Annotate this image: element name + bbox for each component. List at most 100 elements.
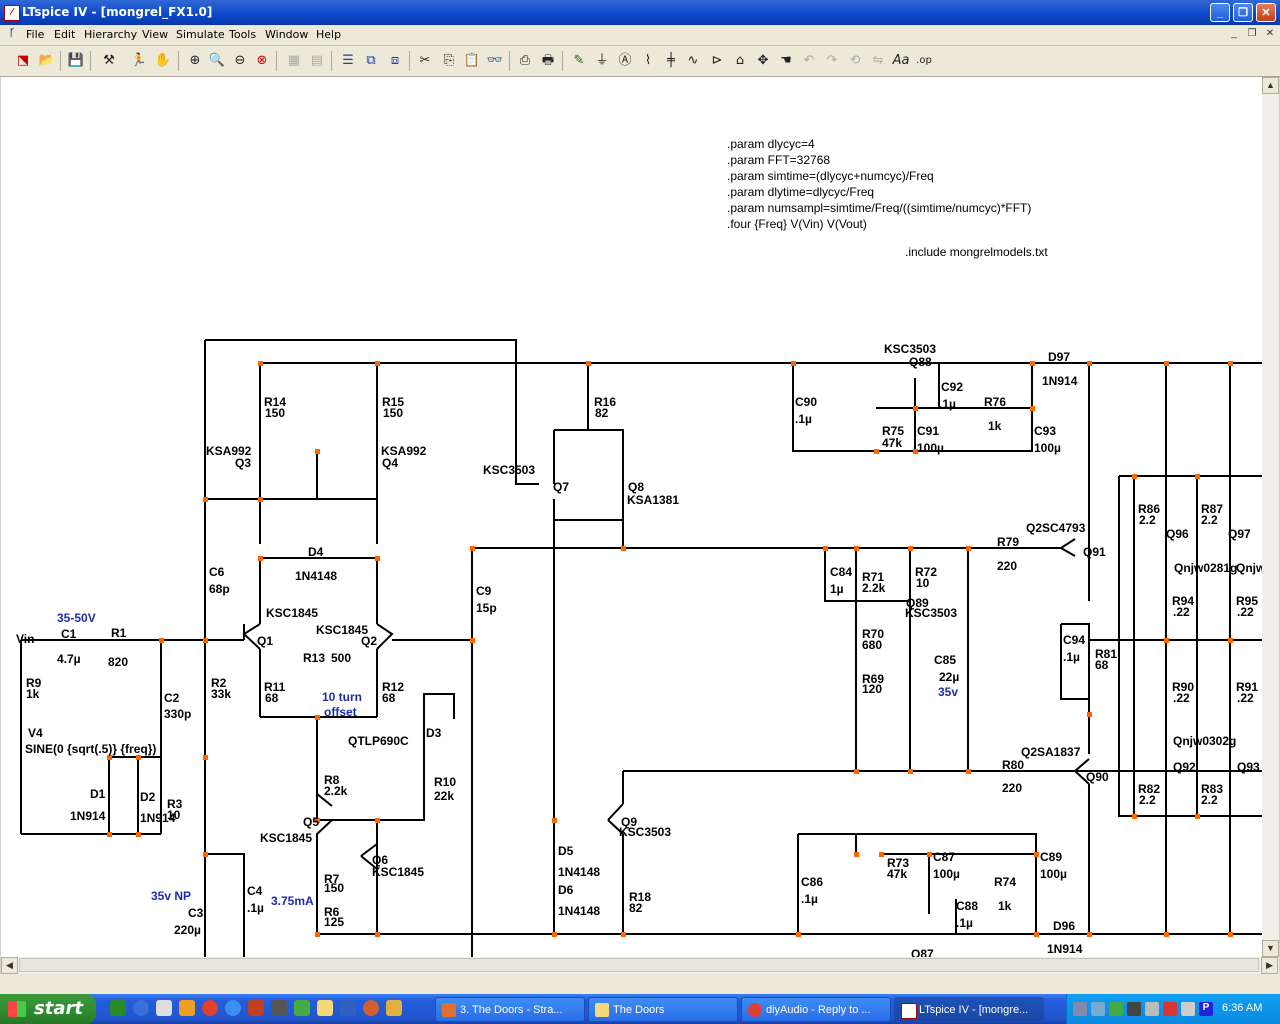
mdi-minimize-icon[interactable]: _: [1231, 28, 1237, 39]
ltspice-app-icon[interactable]: ∕: [4, 5, 20, 21]
component-label[interactable]: KSC1845: [372, 865, 424, 879]
component-label[interactable]: R8: [324, 773, 340, 787]
component-label[interactable]: R73: [887, 856, 909, 870]
component-label[interactable]: 2.2: [1201, 793, 1218, 807]
component-label[interactable]: Qnjw0302g: [1173, 734, 1236, 748]
component-label[interactable]: 2.2: [1139, 793, 1156, 807]
component-label[interactable]: R83: [1201, 782, 1223, 796]
scroll-thumb[interactable]: [19, 958, 1259, 972]
component-label[interactable]: 680: [862, 638, 882, 652]
component-label[interactable]: 150: [265, 406, 285, 420]
component-label[interactable]: KSC3503: [483, 463, 535, 477]
component-label[interactable]: Q9: [621, 815, 637, 829]
component-label[interactable]: R74: [994, 875, 1016, 889]
component-label[interactable]: C2: [164, 691, 180, 705]
print-icon[interactable]: 🖶: [541, 53, 555, 68]
component-label[interactable]: C94: [1063, 633, 1085, 647]
component-label[interactable]: Vin: [16, 632, 34, 646]
component-label[interactable]: C4: [247, 884, 263, 898]
menu-help[interactable]: Help: [316, 28, 342, 41]
component-label[interactable]: 1N914: [70, 809, 106, 823]
component-label[interactable]: .22: [1173, 605, 1190, 619]
capacitor-icon[interactable]: ╪: [667, 53, 675, 68]
component-label[interactable]: .22: [1237, 691, 1254, 705]
inductor-icon[interactable]: ∿: [687, 53, 699, 68]
menu-hierarchy[interactable]: Hierarchy: [84, 28, 138, 41]
component-label[interactable]: 220: [1002, 781, 1022, 795]
component-label[interactable]: 120: [862, 682, 882, 696]
component-label[interactable]: Q8: [628, 480, 644, 494]
network-icon[interactable]: [1073, 1002, 1087, 1016]
menu-simulate[interactable]: Simulate: [176, 28, 225, 41]
spice-directive[interactable]: .param numsampl=simtime/Freq/((simtime/n…: [727, 201, 1031, 215]
mouse-icon[interactable]: [1127, 1002, 1141, 1016]
quicklaunch-firefox-icon[interactable]: [363, 1000, 379, 1016]
component-label[interactable]: 150: [383, 406, 403, 420]
quicklaunch-paint-icon[interactable]: [386, 1000, 402, 1016]
component-label[interactable]: R3: [167, 797, 183, 811]
menu-edit[interactable]: Edit: [54, 28, 76, 41]
scroll-down-icon[interactable]: ▼: [1262, 940, 1279, 957]
component-label[interactable]: KSC1845: [260, 831, 312, 845]
component-label[interactable]: Q87: [911, 947, 934, 957]
zoom-out-icon[interactable]: ⊖: [234, 53, 246, 68]
display-icon[interactable]: [1091, 1002, 1105, 1016]
print-setup-icon[interactable]: ⎙: [519, 53, 531, 68]
component-label[interactable]: R90: [1172, 680, 1194, 694]
component-label[interactable]: Q2SC4793: [1026, 521, 1086, 535]
component-label[interactable]: Q88: [909, 355, 932, 369]
component-label[interactable]: Q2: [361, 634, 377, 648]
component-label[interactable]: 4.7µ: [57, 652, 81, 666]
component-label[interactable]: KSA1381: [627, 493, 679, 507]
open-icon[interactable]: 📂: [38, 53, 56, 68]
component-label[interactable]: 22k: [434, 789, 454, 803]
component-label[interactable]: R81: [1095, 647, 1117, 661]
volume-icon[interactable]: [1181, 1002, 1195, 1016]
component-label[interactable]: R9: [26, 676, 42, 690]
component-label[interactable]: Q2SA1837: [1021, 745, 1081, 759]
quicklaunch-folder-icon[interactable]: [317, 1000, 333, 1016]
component-label[interactable]: Q91: [1083, 545, 1106, 559]
document-icon[interactable]: ᚴ: [9, 28, 15, 39]
component-label[interactable]: Q97: [1228, 527, 1251, 541]
security-icon[interactable]: [1163, 1002, 1177, 1016]
component-label[interactable]: .1µ: [956, 916, 973, 930]
component-label[interactable]: 1N4148: [295, 569, 337, 583]
component-label[interactable]: KSC3503: [884, 342, 936, 356]
component-label[interactable]: Q93: [1237, 760, 1260, 774]
spice-directive-icon[interactable]: .op: [916, 55, 932, 66]
component-label[interactable]: C85: [934, 653, 956, 667]
menu-tools[interactable]: Tools: [229, 28, 257, 41]
task-the-doors-folder[interactable]: The Doors: [588, 997, 738, 1022]
mirror-icon[interactable]: ⇋: [872, 53, 884, 68]
component-label[interactable]: 100µ: [933, 867, 960, 881]
spice-directive[interactable]: .param dlycyc=4: [727, 137, 815, 151]
text-icon[interactable]: Aa: [892, 53, 910, 68]
component-label[interactable]: R87: [1201, 502, 1223, 516]
component-label[interactable]: 100µ: [1040, 867, 1067, 881]
component-label[interactable]: .22: [1173, 691, 1190, 705]
component-label[interactable]: D4: [308, 545, 324, 559]
component-label[interactable]: R6: [324, 905, 340, 919]
scroll-right-icon[interactable]: ▶: [1261, 957, 1278, 974]
component-label[interactable]: C84: [830, 565, 852, 579]
task-ltspice[interactable]: LTspice IV - [mongre...: [894, 997, 1044, 1022]
component-label[interactable]: 1N4148: [558, 865, 600, 879]
component-label[interactable]: 35-50V: [57, 611, 96, 625]
component-label[interactable]: R82: [1138, 782, 1160, 796]
find-icon[interactable]: 👓: [486, 53, 504, 68]
quicklaunch-tool-icon[interactable]: [271, 1000, 287, 1016]
component-label[interactable]: 500: [331, 651, 351, 665]
component-label[interactable]: R69: [862, 672, 884, 686]
component-label[interactable]: 125: [324, 915, 344, 929]
component-label[interactable]: 35v NP: [151, 889, 191, 903]
component-label[interactable]: 1k: [988, 419, 1002, 433]
component-label[interactable]: R11: [264, 680, 286, 694]
component-label[interactable]: R91: [1236, 680, 1258, 694]
component-label[interactable]: KSC3503: [619, 825, 671, 839]
component-label[interactable]: 82: [629, 901, 643, 915]
component-label[interactable]: .22: [1237, 605, 1254, 619]
component-label[interactable]: R72: [915, 565, 937, 579]
component-label[interactable]: 1µ: [830, 582, 844, 596]
